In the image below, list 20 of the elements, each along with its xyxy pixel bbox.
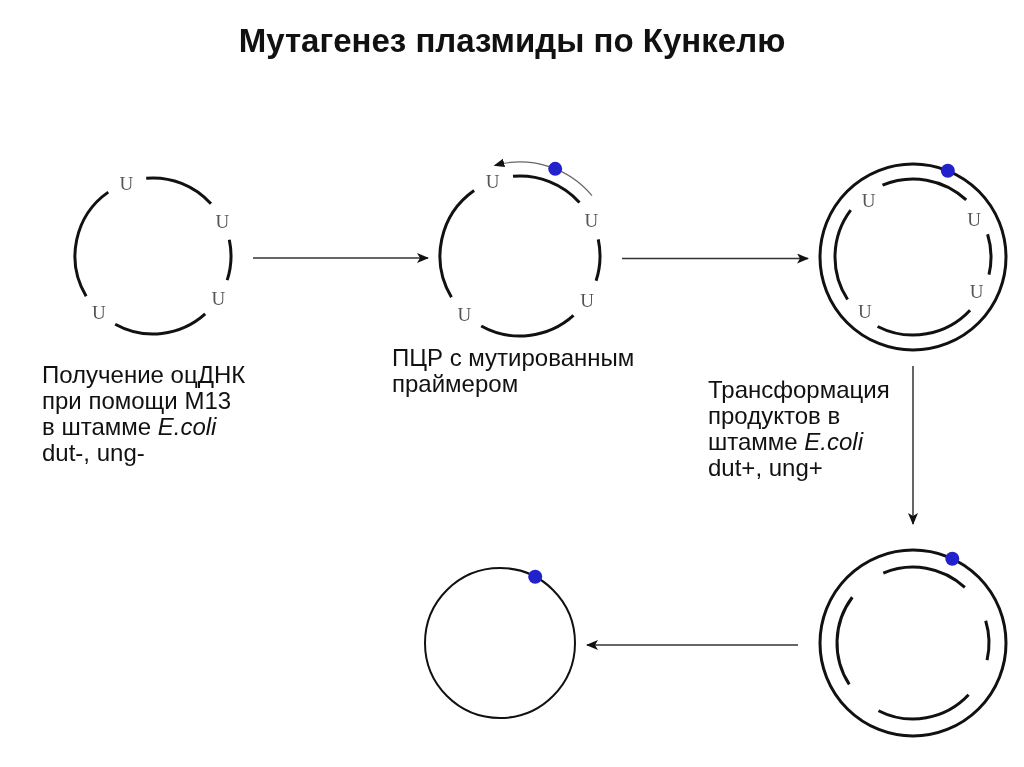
uracil-label: U [580, 290, 594, 310]
uracil-label: U [485, 171, 500, 191]
uracil-label: U [119, 173, 134, 193]
uracil-label: U [215, 211, 230, 231]
uracil-label: U [861, 190, 876, 210]
arrow [586, 640, 799, 650]
uracil-label: U [857, 301, 872, 320]
arrow [621, 253, 809, 264]
arrow [908, 365, 918, 525]
step-caption: Трансформация продуктов в штамме E.coli dut+, ung+ [708, 377, 891, 481]
uracil-label: U [969, 281, 984, 301]
uracil-label: U [967, 209, 981, 229]
title: Мутагенез плазмиды по Кункелю [238, 22, 786, 60]
uracil-label: U [91, 302, 106, 322]
uracil-label: U [457, 304, 472, 324]
uracil-label: U [211, 288, 226, 308]
step-caption: ПЦР с мутированным праймером [392, 345, 636, 397]
arrow [252, 253, 429, 263]
uracil-label: U [584, 210, 599, 230]
step-caption: Получение оцДНК при помощи М13 в штамме E.coli dut-, ung- [42, 362, 247, 466]
